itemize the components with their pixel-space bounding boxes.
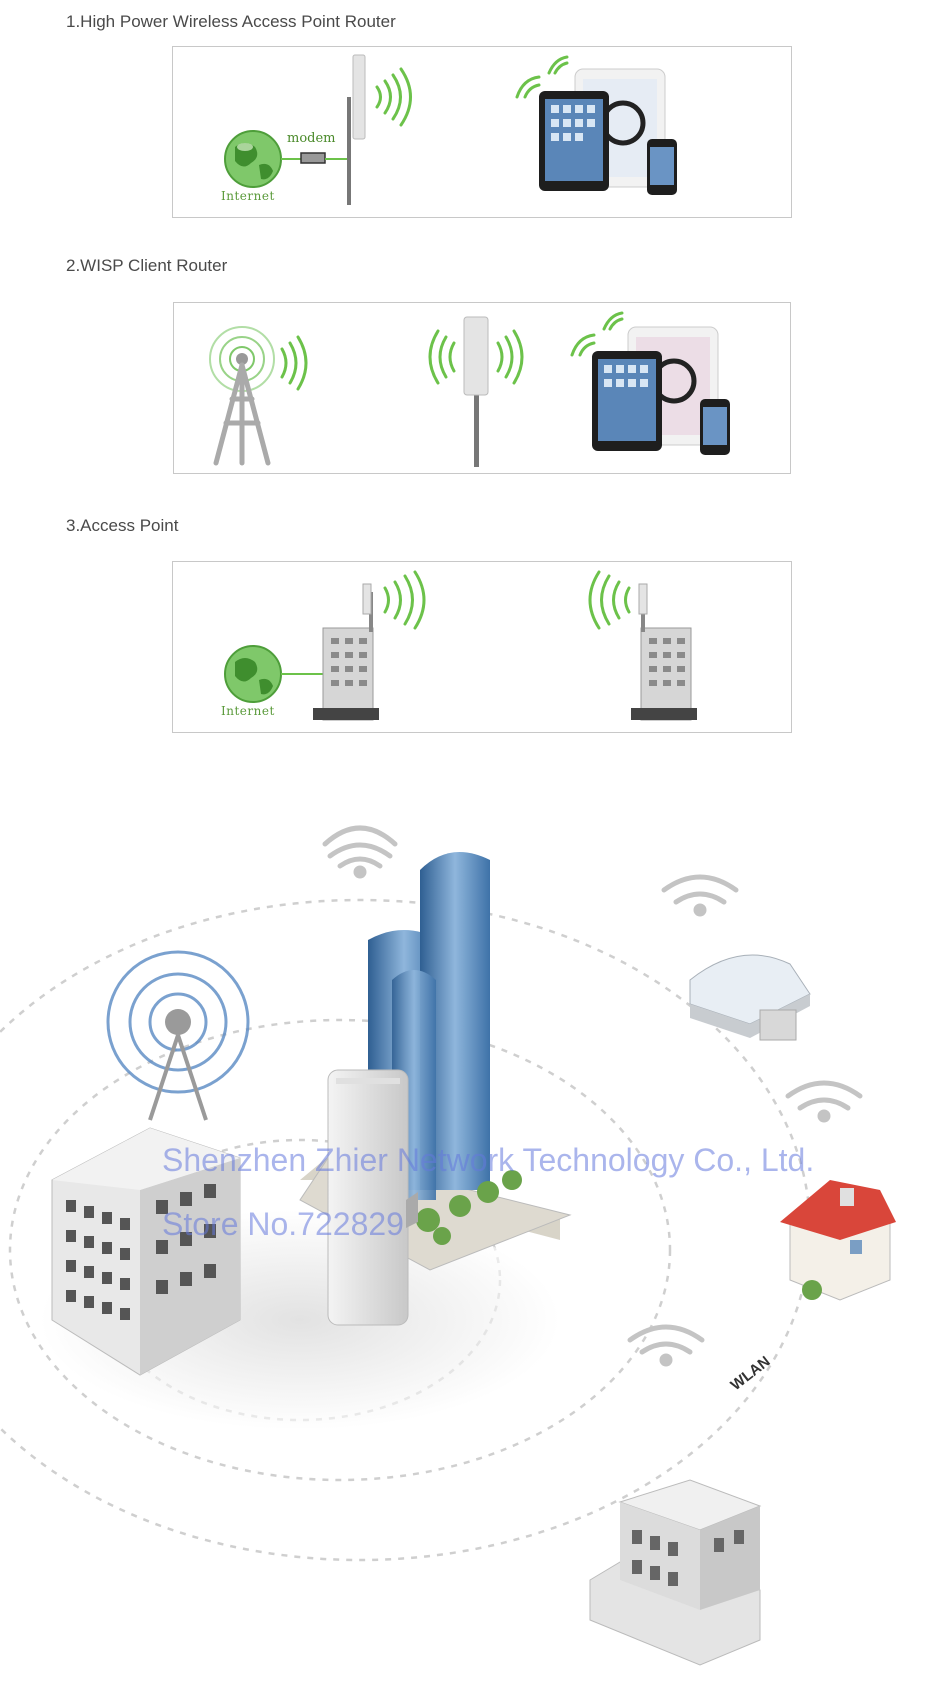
modem-label: modem xyxy=(287,131,336,146)
mode-1-title: 1.High Power Wireless Access Point Route… xyxy=(66,12,396,31)
internet-label: Internet xyxy=(221,704,275,718)
wifi-icon xyxy=(627,1324,705,1367)
greenhouse-icon xyxy=(689,954,811,1041)
cell-tower-icon xyxy=(106,950,250,1121)
antenna-icon xyxy=(463,316,489,467)
wifi-icon xyxy=(515,55,569,99)
wifi-icon xyxy=(785,1080,863,1123)
phone-icon xyxy=(700,399,730,455)
network-scene: WLAN Shenzhen Zhier Network Technology C… xyxy=(0,760,950,1685)
wifi-icon xyxy=(570,311,624,357)
wifi-icon xyxy=(322,825,398,879)
tablet-icon xyxy=(539,68,666,191)
cell-tower-icon xyxy=(209,326,275,466)
wifi-icon xyxy=(661,874,739,917)
watermark-store: Store No.722829 xyxy=(162,1206,404,1242)
internet-label: Internet xyxy=(221,189,275,203)
signal-waves-icon xyxy=(375,67,412,127)
building-icon xyxy=(51,1127,241,1376)
building-icon xyxy=(313,583,379,721)
building-icon xyxy=(631,583,697,721)
mode-1-panel: modem Internet xyxy=(172,46,792,218)
building-icon xyxy=(589,1479,762,1666)
globe-icon xyxy=(224,130,282,188)
globe-icon xyxy=(224,645,282,703)
tablet-icon xyxy=(592,326,719,451)
modem-icon xyxy=(300,152,326,164)
antenna-icon xyxy=(347,54,366,205)
watermark-company: Shenzhen Zhier Network Technology Co., L… xyxy=(162,1142,815,1178)
mode-3-panel: Internet xyxy=(172,561,792,733)
mode-2-title: 2.WISP Client Router xyxy=(66,256,228,275)
antenna-icon xyxy=(327,1069,418,1326)
mode-3-title: 3.Access Point xyxy=(66,516,179,535)
phone-icon xyxy=(647,139,677,195)
mode-2-panel xyxy=(173,302,791,474)
house-icon xyxy=(780,1180,896,1301)
